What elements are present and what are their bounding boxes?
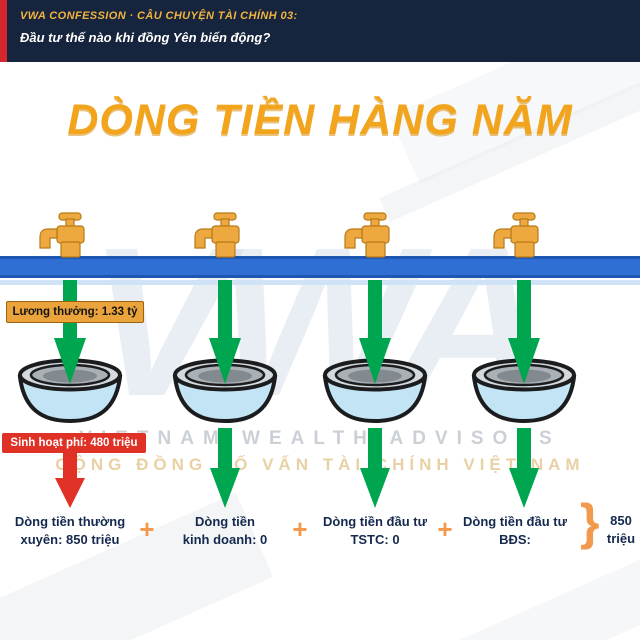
watermark-logo: VWA (88, 203, 547, 440)
result-line: Dòng tiền đầu tư (322, 514, 427, 529)
inflow-arrow-icon (359, 280, 391, 384)
result-line: xuyên: 850 triệu (20, 531, 120, 547)
inflow-arrow-icon (209, 280, 241, 384)
income-label: Lương thưởng: 1.33 tỷ (6, 301, 144, 323)
faucet-icon (194, 212, 240, 258)
result-line: TSTC: 0 (350, 531, 400, 547)
faucet-icon (493, 212, 539, 258)
episode-title: Đầu tư thế nào khi đồng Yên biến động? (20, 30, 271, 45)
watermark-tagline-vi: CỘNG ĐỒNG CỐ VẤN TÀI CHÍNH VIỆT NAM (55, 455, 585, 474)
outflow-arrow-icon (210, 428, 240, 508)
series-kicker: VWA CONFESSION · CÂU CHUYỆN TÀI CHÍNH 03… (20, 10, 298, 22)
plus-sign: + (292, 514, 308, 544)
result-line: Dòng tiền thường (14, 514, 126, 529)
result-line: Dòng tiền (195, 514, 255, 529)
bracket-value: 850 triệu (606, 513, 636, 546)
page-title: DÒNG TIỀN HÀNG NĂM (67, 96, 573, 144)
bracket: } (580, 494, 600, 550)
inflow-arrow-icon (508, 280, 540, 384)
expense-label: Sinh hoạt phí: 480 triệu (2, 433, 146, 453)
result-line: kinh doanh: 0 (182, 531, 268, 547)
inflow-arrow-icon (54, 280, 86, 384)
outflow-arrow-icon (509, 428, 539, 508)
plus-sign: + (437, 514, 453, 544)
water-pipe (0, 256, 640, 278)
header-accent-stripe (0, 0, 7, 62)
plus-sign: + (139, 514, 155, 544)
corner-decoration (401, 535, 640, 640)
expense-arrow-icon (55, 452, 85, 508)
faucet-icon (344, 212, 390, 258)
result-label: Dòng tiền đầu tư TSTC: 0 (300, 513, 450, 548)
result-line: Dòng tiền đầu tư (462, 514, 567, 529)
pipe-shadow (0, 280, 640, 285)
result-line: BĐS: (499, 531, 531, 547)
faucet-icon (39, 212, 85, 258)
result-label: Dòng tiền đầu tư BĐS: (452, 513, 578, 548)
result-label: Dòng tiền kinh doanh: 0 (150, 513, 300, 548)
outflow-arrow-icon (360, 428, 390, 508)
result-label: Dòng tiền thường xuyên: 850 triệu (0, 513, 145, 548)
watermark-tagline-en: VIETNAM WEALTH ADVISORS (79, 428, 561, 449)
header-bar: VWA CONFESSION · CÂU CHUYỆN TÀI CHÍNH 03… (0, 0, 640, 62)
